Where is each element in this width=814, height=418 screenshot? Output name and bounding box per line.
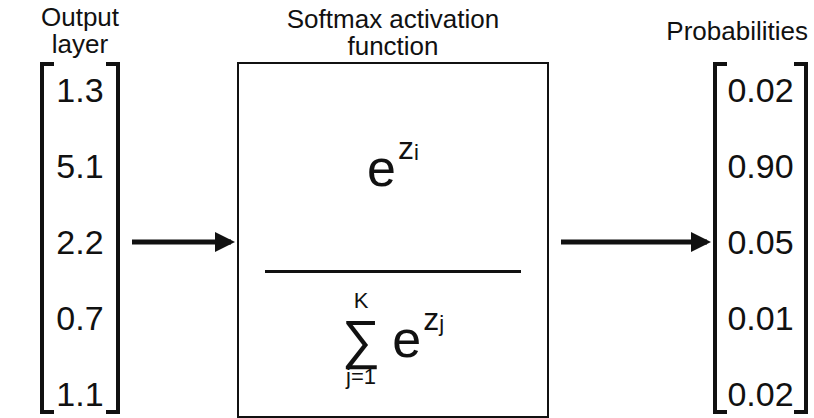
exponent: zj bbox=[423, 303, 444, 335]
exponent-variable: z bbox=[398, 132, 414, 164]
vector-value: 1.1 bbox=[40, 377, 120, 411]
left-bracket bbox=[715, 64, 727, 412]
vector-value: 5.1 bbox=[40, 149, 120, 183]
vector-bracket-column: Output layer1.35.12.20.71.1 bbox=[40, 62, 120, 414]
flow-arrow bbox=[132, 240, 231, 245]
softmax-box: Softmax activation functioneziK∑j=1ezj bbox=[237, 62, 549, 418]
right-bracket bbox=[106, 64, 118, 412]
vector-value: 1.3 bbox=[40, 73, 120, 107]
vector-value: 0.02 bbox=[713, 73, 808, 107]
exponent-index: j bbox=[439, 313, 444, 335]
exponential-base: e bbox=[367, 142, 396, 194]
vector-value: 0.02 bbox=[713, 377, 808, 411]
fraction-line bbox=[265, 270, 521, 273]
exponent-variable: z bbox=[423, 303, 439, 335]
denominator: K∑j=1 ezj bbox=[239, 290, 547, 388]
exponent: zi bbox=[398, 132, 419, 194]
vector-value: 0.7 bbox=[40, 301, 120, 335]
summation: K∑j=1 bbox=[342, 290, 381, 388]
exponent-index: i bbox=[414, 142, 419, 164]
sum-lower-limit: j=1 bbox=[346, 366, 376, 388]
vector-value: 2.2 bbox=[40, 225, 120, 259]
sum-symbol: ∑ bbox=[342, 312, 381, 366]
vector-value: 0.05 bbox=[713, 225, 808, 259]
exponential-term: ezj bbox=[392, 313, 444, 365]
vector-bracket-column: Probabilities0.020.900.050.010.02 bbox=[713, 62, 808, 414]
flow-arrow bbox=[561, 240, 707, 245]
right-bracket bbox=[794, 64, 806, 412]
column-heading: Probabilities bbox=[666, 18, 808, 45]
left-bracket bbox=[42, 64, 54, 412]
column-heading: Output layer bbox=[18, 4, 142, 59]
vector-value: 0.90 bbox=[713, 149, 808, 183]
vector-value: 0.01 bbox=[713, 301, 808, 335]
column-heading: Softmax activation function bbox=[253, 6, 533, 61]
sum-upper-limit: K bbox=[354, 290, 369, 312]
numerator: ezi bbox=[239, 142, 547, 194]
exponential-base: e bbox=[392, 313, 421, 365]
